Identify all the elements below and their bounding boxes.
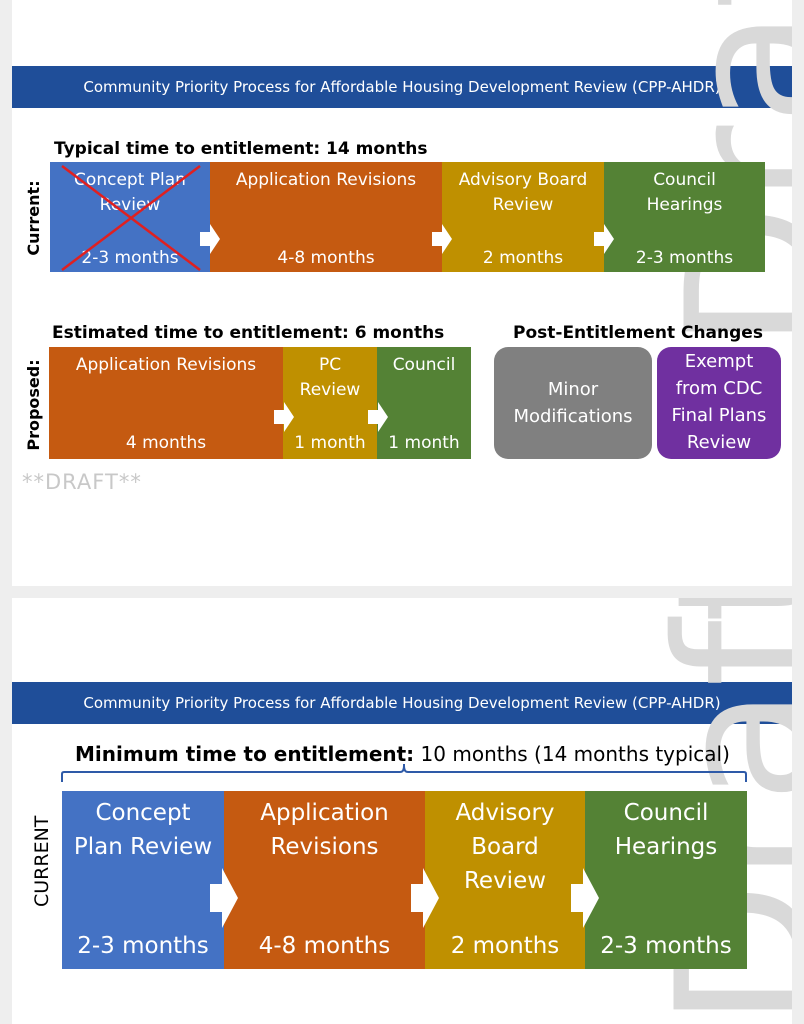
box-text-line: Minor bbox=[547, 379, 599, 400]
slide-1-banner: Community Priority Process for Affordabl… bbox=[12, 66, 792, 108]
step-title-line: Advisory Board bbox=[458, 170, 588, 190]
box-text-line: Review bbox=[686, 432, 752, 453]
step-title-line: Application Revisions bbox=[235, 170, 417, 190]
heading-rest: 10 months (14 months typical) bbox=[414, 742, 730, 766]
step-title-line: Application Revisions bbox=[75, 355, 257, 375]
box-text-line: Modifications bbox=[513, 406, 633, 427]
step-duration: 1 month bbox=[294, 433, 366, 453]
arrow-right-icon bbox=[594, 224, 614, 254]
arrow-right-icon bbox=[571, 868, 599, 928]
step-council-hearings: Council Hearings 2-3 months bbox=[604, 162, 765, 272]
step-title-line: Concept Plan bbox=[74, 170, 186, 190]
step-council-hearings: Council Hearings 2-3 months bbox=[585, 791, 747, 969]
step-advisory-board-review: Advisory Board Review 2 months bbox=[442, 162, 604, 272]
minimum-time-heading: Minimum time to entitlement: 10 months (… bbox=[75, 742, 730, 766]
bracket-brace bbox=[61, 764, 747, 782]
arrow-right-icon bbox=[210, 868, 238, 928]
box-text-line: Final Plans bbox=[671, 405, 767, 426]
proposed-step-pc-review: PC Review 1 month bbox=[283, 347, 377, 459]
step-title-line: Board bbox=[471, 834, 539, 860]
step-application-revisions: Application Revisions 4-8 months bbox=[210, 162, 442, 272]
step-advisory-board-review: Advisory Board Review 2 months bbox=[425, 791, 585, 969]
box-text-line: Exempt bbox=[684, 351, 754, 372]
step-title-line: Council bbox=[623, 800, 709, 826]
heading-bold: Minimum time to entitlement: bbox=[75, 742, 415, 766]
proposed-step-application-revisions: Application Revisions 4 months bbox=[49, 347, 283, 459]
step-duration: 2 months bbox=[450, 933, 560, 959]
arrow-right-icon bbox=[411, 868, 439, 928]
step-title-line: Council bbox=[653, 170, 716, 190]
step-title-line: Hearings bbox=[614, 834, 718, 860]
slide-2: Community Priority Process for Affordabl… bbox=[12, 598, 792, 1024]
step-title-line: PC bbox=[318, 355, 342, 375]
step-title-line: Advisory bbox=[455, 800, 555, 826]
step-duration: 2 months bbox=[482, 248, 564, 268]
current-side-label: Current: bbox=[24, 180, 43, 256]
box-text-line: from CDC bbox=[675, 378, 763, 399]
step-concept-plan-review: Concept Plan Review 2-3 months bbox=[62, 791, 224, 969]
draft-note: **DRAFT** bbox=[22, 470, 142, 494]
step-duration: 1 month bbox=[388, 433, 460, 453]
step-title-line: Revisions bbox=[270, 834, 379, 860]
proposed-heading: Estimated time to entitlement: 6 months bbox=[52, 323, 445, 343]
arrow-right-icon bbox=[274, 402, 294, 432]
step-duration: 4-8 months bbox=[277, 248, 375, 268]
step-title-line: Review bbox=[463, 868, 547, 894]
step-duration: 2-3 months bbox=[77, 933, 209, 959]
step-title-line: Hearings bbox=[646, 195, 723, 215]
step-title-line: Review bbox=[299, 380, 361, 400]
arrow-right-icon bbox=[200, 224, 220, 254]
step-duration: 4-8 months bbox=[258, 933, 391, 959]
cross-out-mark bbox=[61, 165, 201, 271]
post-entitlement-heading: Post-Entitlement Changes bbox=[513, 323, 763, 343]
proposed-step-council: Council 1 month bbox=[377, 347, 471, 459]
step-title-line: Review bbox=[99, 195, 161, 215]
step-title-line: Review bbox=[492, 195, 554, 215]
slide-1: Community Priority Process for Affordabl… bbox=[12, 0, 792, 586]
step-title-line: Plan Review bbox=[73, 834, 213, 860]
step-title-line: Application bbox=[260, 800, 389, 826]
step-duration: 2-3 months bbox=[635, 248, 734, 268]
step-title-line: Concept bbox=[95, 800, 191, 826]
current-heading: Typical time to entitlement: 14 months bbox=[54, 139, 428, 159]
step-application-revisions: Application Revisions 4-8 months bbox=[224, 791, 425, 969]
exempt-final-plans-box: Exempt from CDC Final Plans Review bbox=[657, 347, 781, 459]
step-duration: 2-3 months bbox=[600, 933, 732, 959]
step-title-line: Council bbox=[392, 355, 456, 375]
slide-2-banner: Community Priority Process for Affordabl… bbox=[12, 682, 792, 724]
current-side-label: CURRENT bbox=[31, 815, 53, 907]
arrow-right-icon bbox=[432, 224, 452, 254]
arrow-right-icon bbox=[368, 402, 388, 432]
step-duration: 2-3 months bbox=[81, 248, 179, 268]
proposed-side-label: Proposed: bbox=[24, 359, 43, 451]
step-concept-plan-review: Concept Plan Review 2-3 months bbox=[50, 162, 210, 272]
minor-modifications-box: Minor Modifications bbox=[494, 347, 652, 459]
step-duration: 4 months bbox=[125, 433, 207, 453]
